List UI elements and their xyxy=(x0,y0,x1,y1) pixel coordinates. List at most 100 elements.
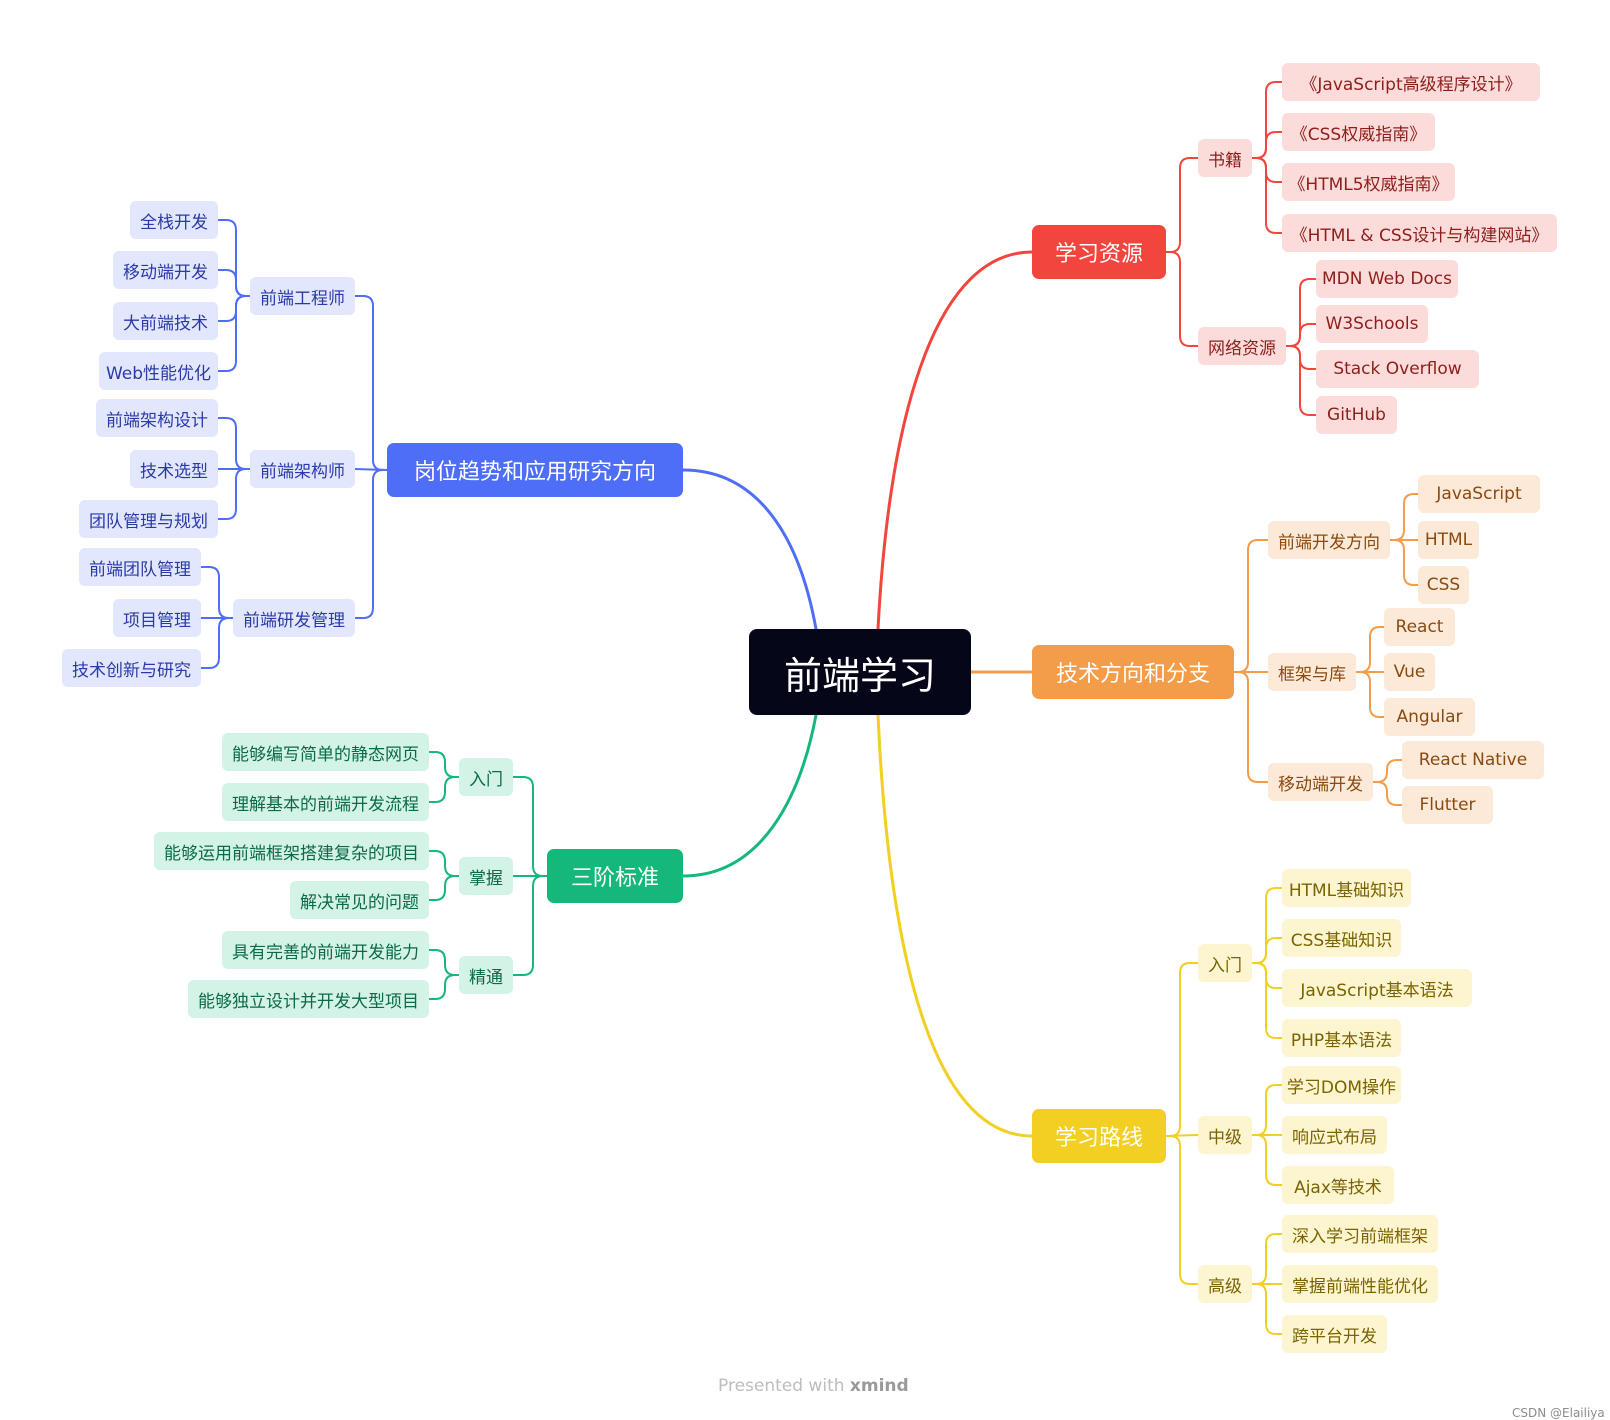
path-intermediate-item[interactable]: 学习DOM操作 xyxy=(1282,1066,1401,1104)
resources-online-item[interactable]: GitHub xyxy=(1316,396,1397,434)
resources-online-connector xyxy=(1165,251,1199,347)
presented-prefix: Presented with xyxy=(718,1376,845,1396)
resources-online-topic[interactable]: 网络资源 xyxy=(1198,327,1286,365)
careers-manager-item-connector xyxy=(200,617,234,669)
tech-mobile-topic[interactable]: 移动端开发 xyxy=(1268,763,1373,801)
path-beginner-item-connector xyxy=(1251,962,1283,1039)
tech-mobile-item[interactable]: React Native xyxy=(1402,741,1544,779)
tech-frontend-item[interactable]: HTML xyxy=(1418,521,1479,559)
resources-online-item[interactable]: Stack Overflow xyxy=(1316,350,1479,388)
levels-mastery-item-connector xyxy=(428,875,460,901)
tech-mobile-connector xyxy=(1233,671,1269,783)
path-advanced-item[interactable]: 掌握前端性能优化 xyxy=(1282,1265,1438,1303)
careers-manager-connector xyxy=(354,469,388,619)
path-intermediate-item[interactable]: Ajax等技术 xyxy=(1282,1166,1394,1204)
branch-line-levels xyxy=(681,713,818,878)
careers-engineer-item[interactable]: 全栈开发 xyxy=(130,201,218,239)
levels-expert-item-connector xyxy=(428,949,460,976)
path-beginner-item[interactable]: HTML基础知识 xyxy=(1282,869,1411,907)
branch-path[interactable]: 学习路线 xyxy=(1032,1109,1166,1163)
careers-manager-item[interactable]: 技术创新与研究 xyxy=(62,649,201,687)
xmind-logo: xmind xyxy=(849,1376,909,1396)
branch-line-resources xyxy=(876,250,1034,631)
resources-books-item[interactable]: 《HTML & CSS设计与构建网站》 xyxy=(1282,214,1557,252)
resources-books-item[interactable]: 《CSS权威指南》 xyxy=(1282,113,1435,151)
path-beginner-item[interactable]: PHP基本语法 xyxy=(1282,1019,1401,1057)
tech-frontend-topic[interactable]: 前端开发方向 xyxy=(1268,521,1390,559)
careers-manager-topic[interactable]: 前端研发管理 xyxy=(233,599,355,637)
path-intermediate-item[interactable]: 响应式布局 xyxy=(1282,1116,1387,1154)
tech-frontend-item[interactable]: JavaScript xyxy=(1418,475,1540,513)
path-beginner-topic[interactable]: 入门 xyxy=(1198,944,1252,982)
levels-entry-item[interactable]: 理解基本的前端开发流程 xyxy=(222,783,429,821)
resources-online-item-connector xyxy=(1285,323,1317,347)
path-advanced-item-connector xyxy=(1251,1283,1283,1335)
tech-frontend-connector xyxy=(1233,539,1269,673)
levels-expert-connector xyxy=(512,875,548,976)
path-beginner-item[interactable]: JavaScript基本语法 xyxy=(1282,969,1472,1007)
levels-expert-item[interactable]: 具有完善的前端开发能力 xyxy=(222,931,429,969)
levels-mastery-topic[interactable]: 掌握 xyxy=(459,857,513,895)
path-intermediate-topic[interactable]: 中级 xyxy=(1198,1116,1252,1154)
careers-architect-item-connector xyxy=(217,468,251,520)
careers-manager-item[interactable]: 前端团队管理 xyxy=(79,548,201,586)
tech-frameworks-item[interactable]: Vue xyxy=(1384,653,1435,691)
tech-frameworks-item[interactable]: Angular xyxy=(1384,698,1475,736)
careers-architect-item[interactable]: 前端架构设计 xyxy=(96,399,218,437)
careers-engineer-topic[interactable]: 前端工程师 xyxy=(250,277,355,315)
path-advanced-item-connector xyxy=(1251,1233,1283,1285)
levels-entry-connector xyxy=(512,776,548,877)
path-intermediate-item-connector xyxy=(1251,1084,1283,1136)
path-advanced-topic[interactable]: 高级 xyxy=(1198,1265,1252,1303)
path-advanced-item[interactable]: 跨平台开发 xyxy=(1282,1315,1387,1353)
resources-books-connector xyxy=(1165,157,1199,253)
levels-mastery-item-connector xyxy=(428,850,460,877)
careers-engineer-item-connector xyxy=(217,269,251,297)
careers-manager-item[interactable]: 项目管理 xyxy=(113,599,201,637)
path-beginner-item[interactable]: CSS基础知识 xyxy=(1282,919,1401,957)
tech-mobile-item[interactable]: Flutter xyxy=(1402,786,1493,824)
levels-expert-item[interactable]: 能够独立设计并开发大型项目 xyxy=(188,980,429,1018)
tech-frontend-item-connector xyxy=(1389,539,1419,586)
levels-entry-item[interactable]: 能够编写简单的静态网页 xyxy=(222,733,429,771)
resources-books-topic[interactable]: 书籍 xyxy=(1198,139,1252,177)
branch-tech[interactable]: 技术方向和分支 xyxy=(1032,645,1234,699)
resources-books-item[interactable]: 《HTML5权威指南》 xyxy=(1282,163,1455,201)
careers-manager-item-connector xyxy=(200,566,234,619)
tech-frameworks-item-connector xyxy=(1355,626,1385,673)
careers-engineer-connector xyxy=(354,295,388,471)
branch-careers[interactable]: 岗位趋势和应用研究方向 xyxy=(387,443,683,497)
presented-with-watermark: Presented with xmind xyxy=(718,1376,909,1396)
path-advanced-item[interactable]: 深入学习前端框架 xyxy=(1282,1215,1438,1253)
careers-engineer-item-connector xyxy=(217,295,251,322)
levels-expert-topic[interactable]: 精通 xyxy=(459,956,513,994)
levels-mastery-item[interactable]: 能够运用前端框架搭建复杂的项目 xyxy=(154,832,429,870)
resources-books-item-connector xyxy=(1251,157,1283,234)
careers-architect-topic[interactable]: 前端架构师 xyxy=(250,450,355,488)
levels-mastery-item[interactable]: 解决常见的问题 xyxy=(290,881,429,919)
careers-architect-item[interactable]: 团队管理与规划 xyxy=(79,500,218,538)
root-topic[interactable]: 前端学习 xyxy=(749,629,971,715)
careers-engineer-item[interactable]: 大前端技术 xyxy=(113,302,218,340)
resources-books-item[interactable]: 《JavaScript高级程序设计》 xyxy=(1282,63,1540,101)
branch-line-path xyxy=(876,713,1034,1138)
resources-online-item[interactable]: W3Schools xyxy=(1316,305,1428,343)
path-beginner-item-connector xyxy=(1251,937,1283,964)
levels-entry-item-connector xyxy=(428,776,460,803)
resources-online-item[interactable]: MDN Web Docs xyxy=(1316,260,1458,298)
tech-frameworks-item[interactable]: React xyxy=(1384,608,1455,646)
branch-levels[interactable]: 三阶标准 xyxy=(547,849,683,903)
levels-entry-topic[interactable]: 入门 xyxy=(459,758,513,796)
careers-architect-item[interactable]: 技术选型 xyxy=(130,450,218,488)
careers-engineer-item-connector xyxy=(217,295,251,372)
branch-resources[interactable]: 学习资源 xyxy=(1032,225,1166,279)
tech-mobile-item-connector xyxy=(1372,781,1403,806)
careers-engineer-item[interactable]: 移动端开发 xyxy=(113,251,218,289)
tech-frontend-item-connector xyxy=(1389,493,1419,541)
tech-frontend-item[interactable]: CSS xyxy=(1418,566,1469,604)
tech-frameworks-topic[interactable]: 框架与库 xyxy=(1268,653,1356,691)
careers-engineer-item[interactable]: Web性能优化 xyxy=(99,352,218,390)
path-beginner-connector xyxy=(1165,962,1199,1137)
path-intermediate-item-connector xyxy=(1251,1134,1283,1186)
